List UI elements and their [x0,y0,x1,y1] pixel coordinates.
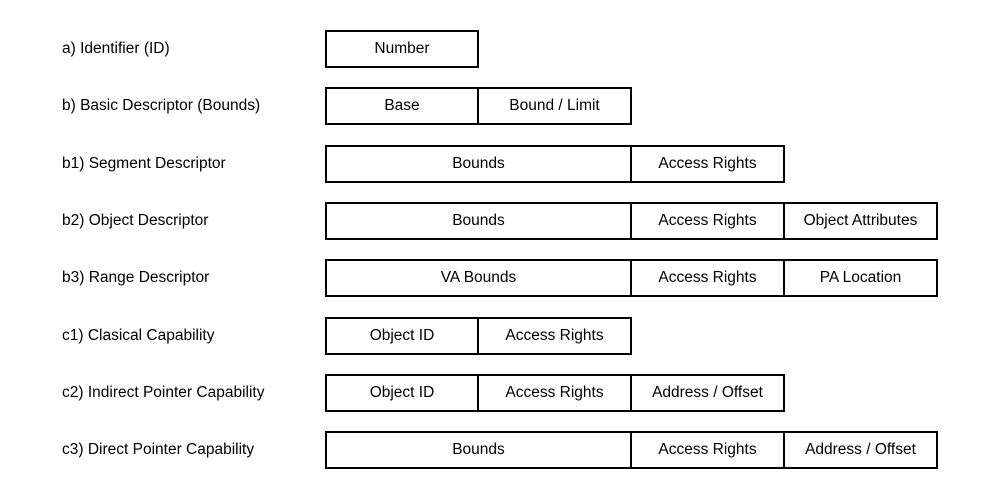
field-box: PA Location [785,259,938,297]
row-label: b) Basic Descriptor (Bounds) [62,97,261,114]
field-box: Object Attributes [785,202,938,240]
field-box: Object ID [325,374,479,412]
format-row: c2) Indirect Pointer Capability Object ID… [0,373,997,413]
field-box: Access Rights [479,317,632,355]
row-label: a) Identifier (ID) [62,40,170,57]
field-box: Bounds [325,202,632,240]
row-label: b3) Range Descriptor [62,269,210,286]
field-box: Number [325,30,479,68]
row-label: b2) Object Descriptor [62,212,209,229]
field-box: Bound / Limit [479,87,632,125]
field-box: Base [325,87,479,125]
row-label: c2) Indirect Pointer Capability [62,384,265,401]
row-label: c3) Direct Pointer Capability [62,441,255,458]
field-box: Access Rights [632,145,785,183]
field-box: Access Rights [632,431,785,469]
field-box: Access Rights [632,202,785,240]
field-box: VA Bounds [325,259,632,297]
field-box: Bounds [325,431,632,469]
row-label: b1) Segment Descriptor [62,155,226,172]
field-box: Address / Offset [785,431,938,469]
field-box: Bounds [325,145,632,183]
field-box: Access Rights [632,259,785,297]
field-box: Access Rights [479,374,632,412]
format-row: a) Identifier (ID) Number [0,29,997,69]
field-box: Address / Offset [632,374,785,412]
row-label: c1) Clasical Capability [62,327,215,344]
field-box: Object ID [325,317,479,355]
